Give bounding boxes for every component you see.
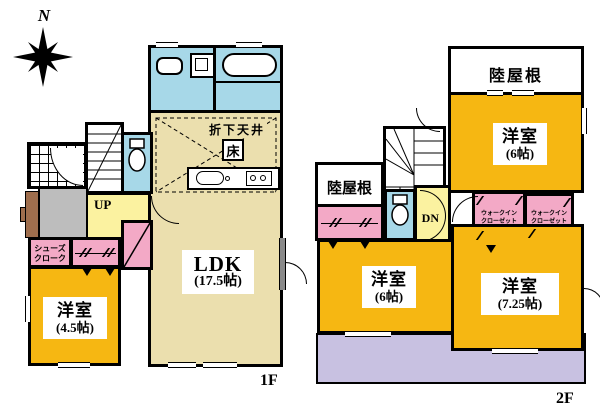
toilet-room-2f [384,189,416,241]
bathroom-divider-wall [216,81,280,83]
western-room-2f-bl-name: 洋室 [371,270,407,289]
sliding-door-hatch-icon [475,231,484,240]
sliding-door-hatch-icon [78,248,92,257]
window-mark [345,331,391,337]
flat-roof-top: 陸屋根 [448,46,584,95]
stove-burner-icon [250,175,256,181]
pantry-1f [121,220,153,270]
ldk-room: 折下天井 床 LDK (17.5帖) [148,110,283,367]
ldk-label-plate: LDK (17.5帖) [182,250,254,294]
sliding-window-mark [279,238,286,290]
toilet-icon [128,138,146,172]
shoes-closet: シューズ クローク [28,237,72,268]
compass-star-icon [13,27,73,87]
sliding-door-hatch-icon [514,196,523,205]
faucet-icon [225,176,230,181]
wic-left-label-line2: クローゼット [480,219,517,225]
western-room-2f-top-label-plate: 洋室 (6帖) [493,123,547,165]
ldk-name: LDK [193,252,243,276]
exterior-door-arc-2f [584,288,600,308]
western-room-2f-bl-size: (6帖) [374,289,404,304]
western-room-2f-br-size: (7.25帖) [497,296,543,311]
western-room-2f-br-name: 洋室 [502,277,538,296]
western-room-2f-bottom-right: 洋室 (7.25帖) [451,224,584,351]
washbasin-icon [156,57,183,75]
western-room-2f-top-name: 洋室 [502,127,538,146]
staircase-1f [85,122,124,194]
closet-door-vmark [486,245,496,253]
stairs-steps-icon [88,125,121,191]
western-room-2f-br-label-plate: 洋室 (7.25帖) [481,273,559,315]
toilet-room-1f [121,132,153,194]
shoes-closet-label-line2: クローク [34,254,66,263]
lowered-ceiling-label: 折下天井 [207,121,268,138]
western-room-1f: 洋室 (4.5帖) [28,266,121,366]
western-room-2f-bl-label-plate: 洋室 (6帖) [362,266,416,308]
flat-roof-top-label: 陸屋根 [488,68,543,85]
closet-1f [70,237,121,268]
entrance-genkan [38,187,88,239]
window-mark [512,90,534,96]
washing-machine-icon [190,53,215,78]
stove-icon [246,171,272,186]
western-room-1f-label-plate: 洋室 (4.5帖) [43,297,107,339]
wic-left-label-line1: ウォークイン [480,211,517,217]
front-door-handle [20,207,26,222]
washroom-1f [148,45,216,113]
porch-tiles [27,142,87,189]
closet-door-vmark [328,241,338,249]
window-mark [236,42,262,48]
bathtub-icon [222,53,277,77]
wic-right-label-line2: クローゼット [530,219,567,225]
western-room-2f-top: 洋室 (6帖) [448,92,584,193]
kitchen-counter [187,167,280,190]
sliding-door-hatch-icon [328,218,342,227]
entrance-door-arc [50,148,83,186]
closet-2f [315,204,384,241]
closet-sliding-door-line [74,252,117,254]
closet-door-vmark [82,268,92,276]
window-mark [487,90,503,96]
shoes-closet-label-line1: シューズ [34,244,66,253]
stairs-dn-label: DN [421,211,439,225]
closet-door-vmark [360,241,370,249]
wic-right-label-line1: ウォークイン [530,211,567,217]
window-mark [168,362,196,368]
flat-roof-left-label: 陸屋根 [326,181,372,197]
stove-burner-icon [260,175,266,181]
sliding-door-hatch-icon [358,218,372,227]
flat-roof-left: 陸屋根 [315,162,384,207]
toilet-icon [391,194,409,226]
floor-storage-box: 床 [222,139,244,161]
western-room-2f-top-size: (6帖) [505,146,535,161]
ldk-size: (17.5帖) [194,274,242,289]
sliding-door-hatch-icon [562,198,571,207]
window-mark [203,362,237,368]
western-room-1f-size: (4.5帖) [56,320,94,335]
washing-machine-drum-icon [195,58,208,71]
sliding-door-hatch-icon [101,248,115,257]
closet-sliding-door-line [320,222,379,224]
front-door [25,191,39,238]
window-mark [25,296,31,322]
window-mark [581,108,587,134]
bathroom-1f [213,45,283,113]
window-mark [156,42,178,48]
exterior-door-arc-1f [285,262,307,284]
kitchen-sink-icon [196,171,224,185]
compass-north-label: N [37,6,51,25]
stairs-up-label: UP [94,197,112,212]
floor2-label: 2F [556,390,574,407]
floor1-label: 1F [260,372,278,389]
window-mark [492,348,538,354]
western-room-2f-bottom-left: 洋室 (6帖) [317,239,454,334]
pantry-diagonal-line [124,223,150,267]
western-room-1f-name: 洋室 [57,301,93,320]
sliding-door-hatch-icon [475,196,484,205]
sliding-door-hatch-icon [527,229,536,238]
compass: N [12,6,76,87]
closet-door-vmark [105,268,115,276]
window-mark [58,362,90,368]
